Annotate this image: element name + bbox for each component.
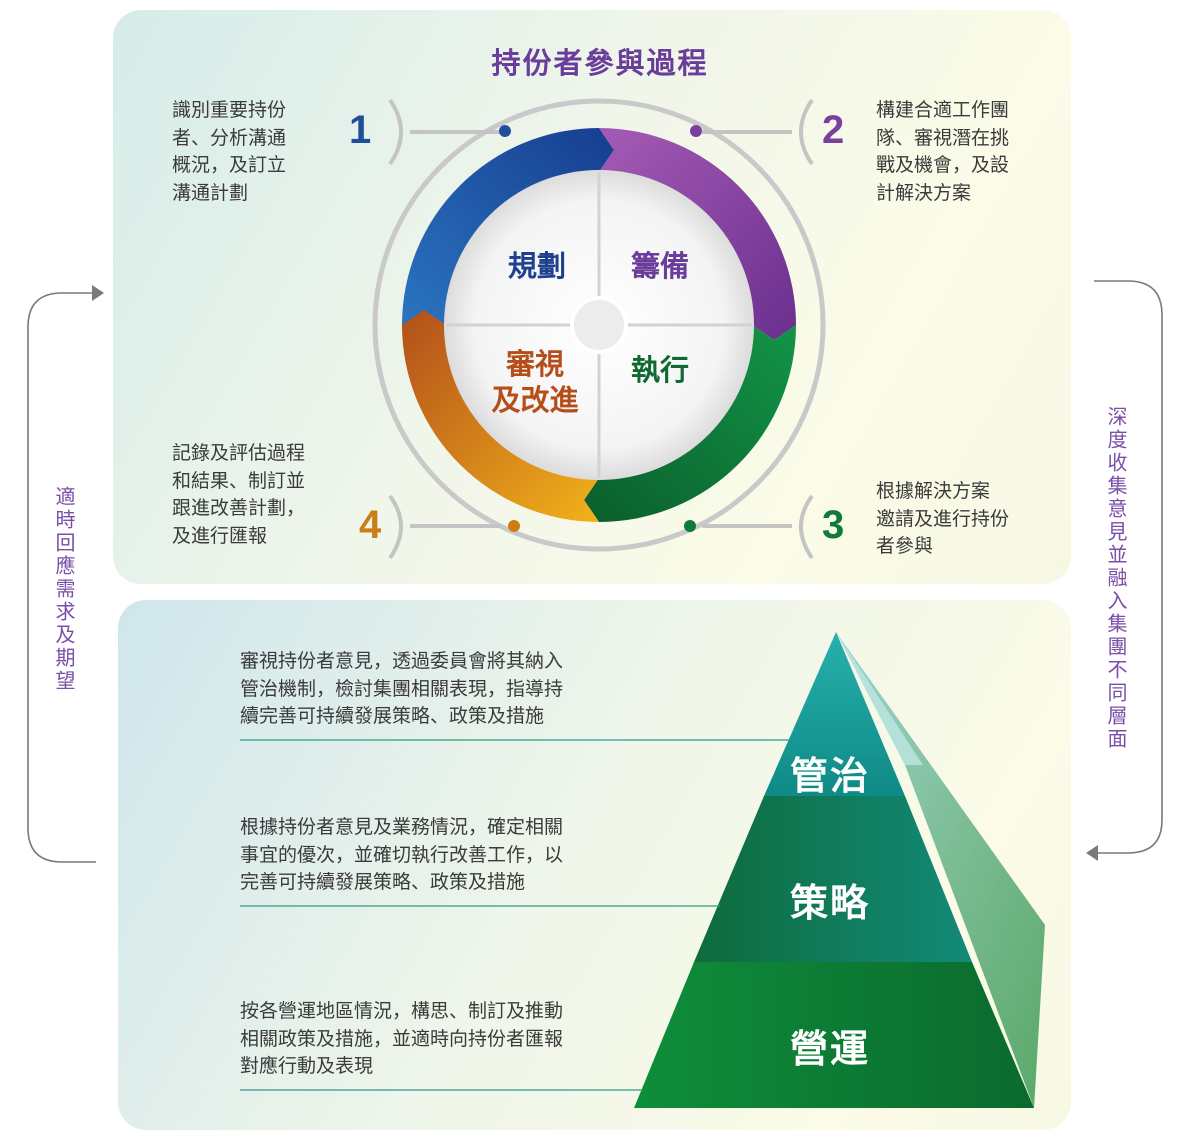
quadrant-label-execution: 執行 <box>630 353 689 387</box>
step-number-3: 3 <box>822 503 845 547</box>
pyramid-text-governance: 審視持份者意見，透過委員會將其納入 管治機制，檢討集團相關表現，指導持 續完善可… <box>240 650 564 727</box>
pyramid-level-strategy <box>694 796 972 962</box>
callout-dot-step1 <box>499 125 511 137</box>
side-caption-left: 適時回應需求及期望 <box>52 486 76 693</box>
arc-segment-step2 <box>599 128 796 340</box>
quadrant-label-preparation: 籌備 <box>630 249 689 283</box>
disc-hub <box>570 296 628 354</box>
pyramid-guide-lines <box>240 739 790 1091</box>
right-feedback-arrow <box>1094 280 1163 854</box>
step-number-1: 1 <box>349 108 372 152</box>
pyramid-label-operations: 營運 <box>790 1027 871 1071</box>
pyramid-side-face <box>836 632 1045 1108</box>
pyramid-level-governance <box>764 632 905 796</box>
arc-segment-step4 <box>402 310 599 522</box>
arc-segment-step1 <box>402 128 614 325</box>
step-text-3: 根據解決方案 邀請及進行持份 者參與 <box>876 480 1010 557</box>
step-text-4: 記錄及評估過程 和結果、制訂並 跟進改善計劃， 及進行匯報 <box>172 442 306 547</box>
callout-dot-step4 <box>508 520 520 532</box>
quadrant-label-planning: 規劃 <box>507 249 566 283</box>
callout-dot-step3 <box>684 520 696 532</box>
arc-segment-step3 <box>584 325 796 522</box>
outer-ring <box>372 98 826 552</box>
callout-dot-step2 <box>690 125 702 137</box>
side-caption-right: 深度收集意見並融入集團不同層面 <box>1104 406 1128 751</box>
step-text-2: 構建合適工作團 隊、審視潛在挑 戰及機會，及設 計解決方案 <box>876 99 1010 204</box>
step-number-4: 4 <box>359 503 382 547</box>
pyramid-level-operations <box>634 962 1034 1108</box>
pyramid-label-strategy: 策略 <box>790 881 871 925</box>
pyramid-text-strategy: 根據持份者意見及業務情況，確定相關 事宜的優次，並確切執行改善工作，以 完善可持… <box>240 816 564 893</box>
pyramid-text-operations: 按各營運地區情況，構思、制訂及推動 相關政策及措施，並適時向持份者匯報 對應行動… <box>240 1000 564 1077</box>
pyramid-label-governance: 管治 <box>790 754 871 798</box>
quadrant-label-review: 審視 及改進 <box>491 347 579 417</box>
diagram-title: 持份者參與過程 <box>491 46 709 80</box>
right-arrow-head <box>1086 845 1098 861</box>
step-text-1: 識別重要持份 者、分析溝通 概況，及訂立 溝通計劃 <box>172 99 287 204</box>
left-arrow-head <box>92 285 104 301</box>
callout-lines <box>388 98 814 560</box>
pyramid-side-highlight <box>836 632 923 765</box>
step-number-2: 2 <box>822 108 845 152</box>
left-feedback-arrow <box>27 292 96 863</box>
